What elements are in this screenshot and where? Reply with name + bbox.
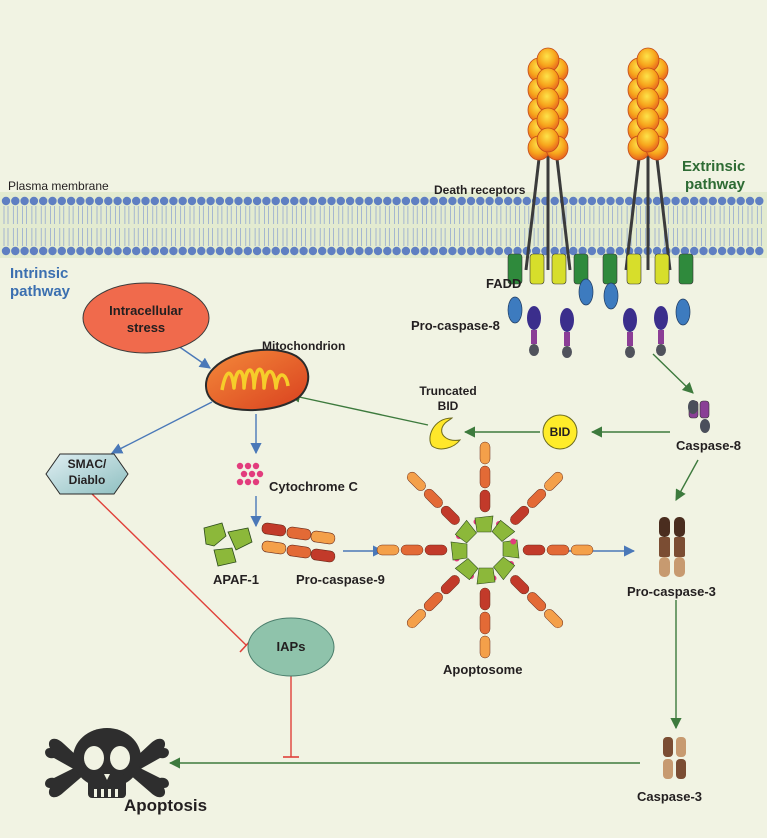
arrows	[89, 338, 699, 769]
apaf-1-label: APAF-1	[213, 572, 259, 587]
smac-label-line2: Diablo	[68, 473, 106, 487]
truncated-bid-line2: BID	[437, 399, 459, 413]
apoptosis-label: Apoptosis	[124, 796, 208, 815]
plasma-membrane-label: Plasma membrane	[8, 179, 109, 193]
pro-caspase-3-icon	[659, 517, 685, 577]
arrow-caspase8-to-procaspase3	[675, 459, 699, 501]
death-receptor-right	[624, 47, 672, 271]
bid-label: BID	[549, 425, 571, 439]
caspase-3-icon	[663, 737, 686, 779]
mitochondrion-label: Mitochondrion	[262, 339, 346, 353]
iaps-node	[247, 617, 335, 677]
intrinsic-label-line2: pathway	[10, 283, 71, 300]
extrinsic-label-line2: pathway	[685, 176, 746, 193]
plasma-membrane	[0, 192, 767, 258]
pro-caspase-3-label: Pro-caspase-3	[627, 584, 716, 599]
apoptosome-icon	[376, 441, 594, 659]
fadd-label: FADD	[486, 276, 522, 291]
truncated-bid-icon	[429, 417, 462, 450]
pro-caspase-9-label: Pro-caspase-9	[296, 572, 385, 587]
pro-caspase-9-icon	[261, 522, 336, 563]
apoptosome-label: Apoptosome	[443, 662, 523, 677]
death-receptor-left	[524, 47, 572, 271]
extrinsic-label-line1: Extrinsic	[682, 158, 746, 175]
intracellular-stress-line2: stress	[126, 320, 166, 335]
arrow-procaspase8-to-caspase8	[652, 353, 694, 394]
fadd-complex	[507, 253, 694, 358]
caspase-8-label: Caspase-8	[676, 438, 742, 453]
iaps-label: IAPs	[276, 639, 306, 654]
caspase-8-icon	[688, 400, 710, 433]
intrinsic-label-line1: Intrinsic	[10, 265, 69, 282]
caspase-3-label: Caspase-3	[637, 789, 703, 804]
inhibition-smac-to-iaps	[89, 491, 247, 646]
pro-caspase-8-label: Pro-caspase-8	[411, 318, 500, 333]
intracellular-stress-line1: Intracellular	[109, 303, 183, 318]
cytochrome-c-icon	[236, 462, 264, 486]
truncated-bid-line1: Truncated	[419, 384, 477, 398]
lipid-heads	[1, 196, 764, 256]
arrow-mitochondrion-to-smac	[111, 401, 213, 454]
mitochondrion-icon	[205, 348, 310, 412]
skull-crossbones-icon	[45, 728, 169, 798]
death-receptors-label: Death receptors	[434, 183, 526, 197]
cytochrome-c-label: Cytochrome C	[269, 479, 358, 494]
smac-diablo-node	[45, 453, 129, 495]
apaf-1-icon	[203, 522, 253, 567]
arrow-truncated-bid-to-mitochondrion	[288, 391, 429, 426]
bid-node	[542, 414, 578, 450]
intracellular-stress-node	[82, 282, 210, 354]
smac-label-line1: SMAC/	[67, 457, 107, 471]
